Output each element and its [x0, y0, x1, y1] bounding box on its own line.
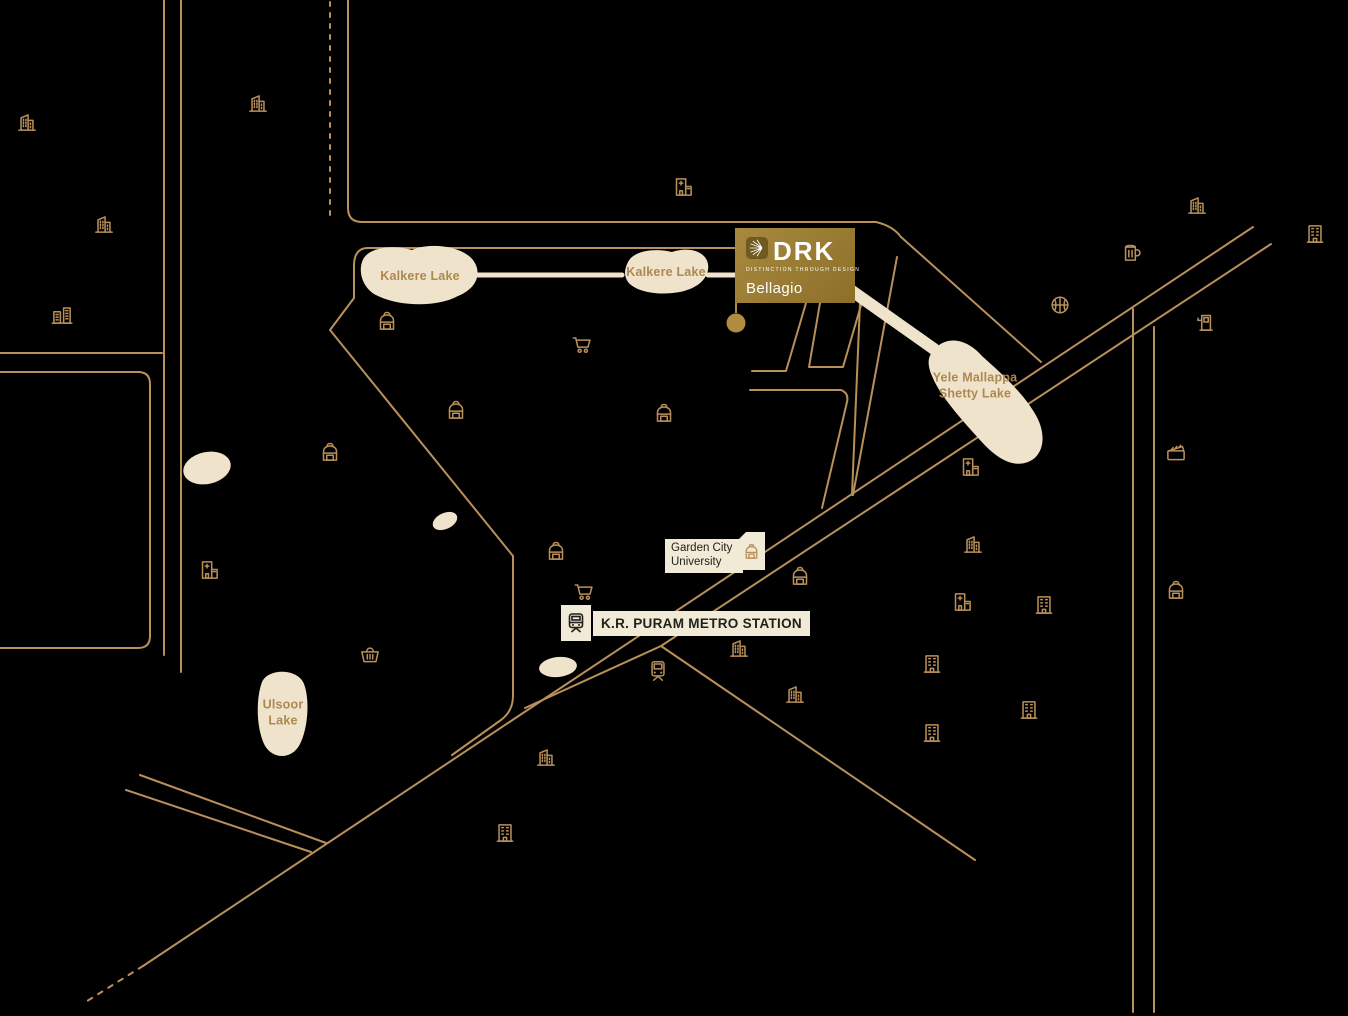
backpack-icon	[787, 563, 813, 589]
university-name-line2: University	[671, 555, 722, 568]
apartment-building-icon	[1302, 221, 1328, 247]
hospital-icon	[957, 454, 983, 480]
lake-shape	[928, 340, 1043, 464]
backpack-icon	[374, 308, 400, 334]
lake-shapes	[183, 245, 1043, 756]
lake-name-line2: Shetty Lake	[938, 386, 1012, 400]
project-name: Bellagio	[746, 280, 803, 297]
beer-mug-icon	[1118, 239, 1144, 265]
shopping-basket-icon	[357, 641, 383, 667]
metro-tram-icon	[645, 658, 671, 684]
lake-shape	[257, 671, 308, 756]
lake-label-ulsoor: Ulsoor Lake	[263, 697, 304, 728]
backpack-icon	[543, 538, 569, 564]
lake-shape	[432, 511, 458, 531]
brand-tagline: DISTINCTION THROUGH DESIGN	[746, 267, 861, 273]
apartment-building-icon	[1016, 697, 1042, 723]
apartment-building-icon	[492, 820, 518, 846]
roads	[0, 0, 1272, 1013]
lake-label-kalkere-east: Kalkere Lake	[626, 265, 706, 281]
office-building-icon	[960, 531, 986, 557]
office-building-icon	[14, 109, 40, 135]
lake-label-yele-mallappa: Yele Mallappa Shetty Lake	[933, 370, 1018, 401]
university-label: Garden City University	[665, 539, 743, 573]
office-building-icon	[245, 90, 271, 116]
lake-label-kalkere-west: Kalkere Lake	[380, 269, 460, 285]
lake-shape	[360, 245, 478, 305]
backpack-icon	[651, 400, 677, 426]
project-badge: DRK DISTINCTION THROUGH DESIGN Bellagio	[735, 228, 861, 303]
lake-name-line2: Lake	[268, 713, 298, 727]
apartment-building-icon	[1031, 592, 1057, 618]
canal-path	[475, 272, 940, 355]
sunburst-logo-icon	[746, 237, 768, 264]
backpack-icon	[317, 439, 343, 465]
lake-name-line1: Ulsoor	[262, 697, 304, 712]
hospital-icon	[196, 557, 222, 583]
brand-name: DRK	[773, 235, 836, 266]
shopping-cart-icon	[571, 579, 597, 605]
metro-train-icon	[561, 605, 591, 641]
university-backpack-icon	[738, 532, 765, 570]
city-buildings-icon	[49, 302, 75, 328]
clapperboard-icon	[1163, 439, 1189, 465]
lake-shape	[539, 656, 577, 678]
project-location-pin	[726, 301, 746, 333]
office-building-icon	[533, 744, 559, 770]
lake-shape	[183, 451, 231, 485]
shopping-cart-icon	[569, 332, 595, 358]
backpack-icon	[1163, 577, 1189, 603]
lake-name: Kalkere Lake	[626, 265, 706, 280]
lake-shape	[625, 249, 709, 294]
apartment-building-icon	[919, 651, 945, 677]
office-building-icon	[1184, 192, 1210, 218]
university-name-line1: Garden City	[671, 542, 733, 554]
hospital-icon	[949, 589, 975, 615]
apartment-building-icon	[919, 720, 945, 746]
hospital-icon	[670, 174, 696, 200]
office-building-icon	[782, 681, 808, 707]
basketball-icon	[1047, 292, 1073, 318]
lake-name: Kalkere Lake	[380, 269, 460, 284]
metro-station-name: K.R. PURAM METRO STATION	[593, 610, 810, 636]
lake-name-line1: Yele Mallappa	[932, 370, 1018, 385]
metro-station-label: K.R. PURAM METRO STATION	[561, 605, 810, 641]
backpack-icon	[443, 397, 469, 423]
fuel-pump-icon	[1192, 309, 1218, 335]
office-building-icon	[91, 211, 117, 237]
office-building-icon	[726, 635, 752, 661]
